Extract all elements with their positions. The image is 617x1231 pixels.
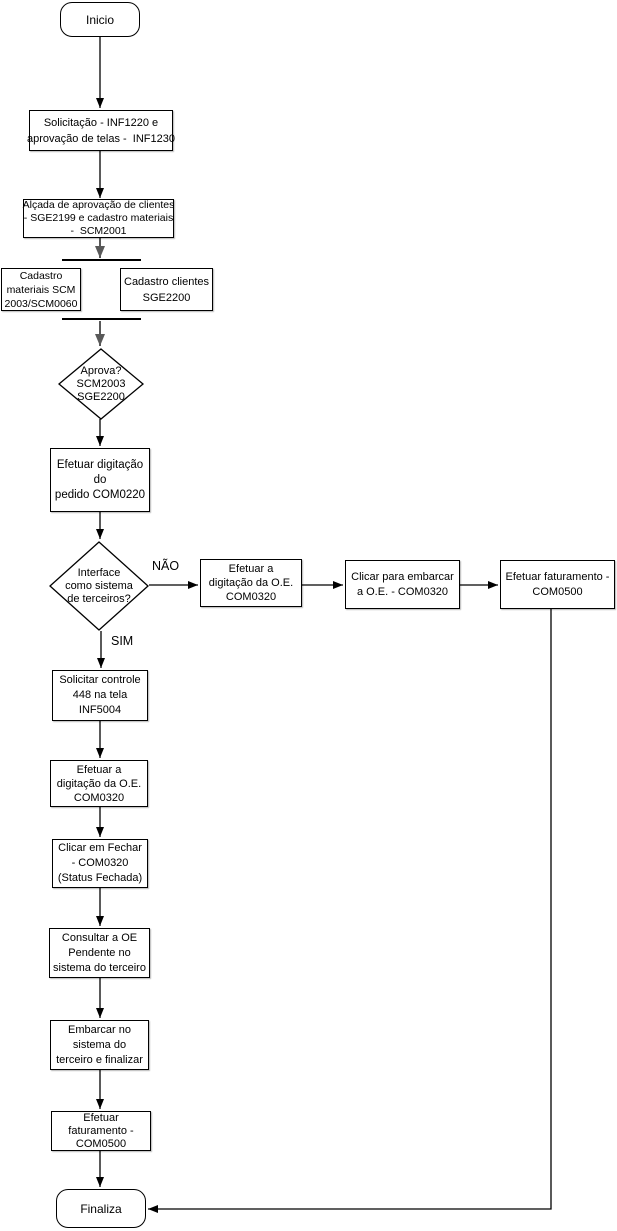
decision-aprova-line3: SGE2200 <box>77 390 125 403</box>
decision-interface-line1: Interface <box>77 566 121 579</box>
decision-aprova-line1: Aprova? <box>80 364 122 377</box>
process-cadastro-clientes[interactable]: Cadastro clientes SGE2200 <box>120 268 213 311</box>
edge-label-nao: NÃO <box>151 559 181 573</box>
process-clicar-fechar-line2: - COM0320 <box>71 857 129 869</box>
process-efetuar-pedido[interactable]: Efetuar digitação do pedido COM0220 <box>50 448 150 512</box>
decision-aprova-line2: SCM2003 <box>76 377 126 390</box>
process-solicitacao-line1: Solicitação - INF1220 e <box>43 116 159 129</box>
process-efetuar-oe-sim-line1: Efetuar a <box>76 763 122 776</box>
process-efetuar-faturamento-dir[interactable]: Efetuar faturamento - COM0500 <box>500 560 615 609</box>
process-efetuar-oe-nao-line3: COM0320 <box>225 591 277 603</box>
decision-aprova-shape <box>57 348 145 420</box>
process-solicitar-controle-line2: 448 na tela <box>72 689 128 701</box>
decision-interface-shape <box>49 541 149 631</box>
process-alcada-line2: - SGE2199 e cadastro materiais <box>23 212 174 224</box>
process-efetuar-pedido-line1: Efetuar digitação <box>56 458 144 471</box>
process-clicar-embarcar-line2: a O.E. - COM0320 <box>356 585 449 598</box>
process-embarcar-line2: sistema do <box>72 1038 127 1051</box>
process-cadastro-materiais[interactable]: Cadastro materiais SCM 2003/SCM0060 <box>1 268 81 311</box>
terminator-finaliza[interactable]: Finaliza <box>56 1189 146 1228</box>
terminator-finaliza-label: Finaliza <box>80 1201 122 1216</box>
process-consultar-oe-line3: sistema do terceiro <box>53 961 146 974</box>
process-efetuar-oe-sim-line2: digitação da O.E. <box>56 777 142 790</box>
terminator-inicio[interactable]: Inicio <box>60 2 140 37</box>
process-solicitacao-line2: aprovação de telas - INF1230 <box>27 132 175 145</box>
process-alcada-line3: - SCM2001 <box>70 225 127 237</box>
process-solicitar-controle-line1: Solicitar controle <box>59 674 141 686</box>
process-efetuar-faturamento-esq-line3: COM0500 <box>75 1137 127 1150</box>
process-solicitar-controle[interactable]: Solicitar controle 448 na tela INF5004 <box>52 670 148 721</box>
process-embarcar-line3: terceiro e finalizar <box>56 1053 143 1066</box>
process-efetuar-oe-nao-line2: digitação da O.E. <box>208 577 294 589</box>
process-efetuar-oe-nao-line1: Efetuar a <box>228 563 274 575</box>
process-solicitar-controle-line3: INF5004 <box>78 704 122 716</box>
process-clicar-embarcar-line1: Clicar para embarcar <box>351 570 454 583</box>
process-consultar-oe-line2: Pendente no <box>68 946 131 959</box>
process-solicitacao[interactable]: Solicitação - INF1220 e aprovação de tel… <box>27 110 175 151</box>
process-consultar-oe[interactable]: Consultar a OE Pendente no sistema do te… <box>49 928 150 978</box>
process-cadastro-clientes-line2: SGE2200 <box>142 291 191 304</box>
decision-interface[interactable]: Interface como sistema de terceiros? <box>49 541 149 631</box>
decision-interface-line3: de terceiros? <box>67 592 131 605</box>
process-efetuar-faturamento-dir-line2: COM0500 <box>532 585 583 598</box>
process-efetuar-oe-sim-line3: COM0320 <box>73 791 125 804</box>
process-efetuar-pedido-line2: do <box>93 473 107 486</box>
process-efetuar-faturamento-esq-line1: Efetuar <box>83 1111 119 1124</box>
process-cadastro-materiais-line2: materiais SCM <box>6 283 76 296</box>
edge-faturamentodir-finaliza <box>148 609 552 1213</box>
process-clicar-fechar-line1: Clicar em Fechar <box>58 842 142 854</box>
edge-label-sim: SIM <box>110 634 135 648</box>
terminator-inicio-label: Inicio <box>85 12 114 27</box>
process-efetuar-faturamento-dir-line1: Efetuar faturamento - <box>505 570 610 583</box>
process-clicar-fechar-line3: (Status Fechada) <box>57 872 143 884</box>
process-cadastro-materiais-line1: Cadastro <box>19 269 63 282</box>
process-embarcar-line1: Embarcar no <box>68 1023 131 1036</box>
process-efetuar-oe-nao[interactable]: Efetuar a digitação da O.E. COM0320 <box>200 559 302 607</box>
process-efetuar-pedido-line3: pedido COM0220 <box>54 488 146 501</box>
process-clicar-fechar[interactable]: Clicar em Fechar - COM0320 (Status Fecha… <box>52 839 148 888</box>
process-embarcar[interactable]: Embarcar no sistema do terceiro e finali… <box>50 1020 149 1070</box>
process-efetuar-oe-sim[interactable]: Efetuar a digitação da O.E. COM0320 <box>50 760 148 807</box>
process-clicar-embarcar[interactable]: Clicar para embarcar a O.E. - COM0320 <box>345 560 460 609</box>
process-efetuar-faturamento-esq-line2: faturamento - <box>68 1124 134 1137</box>
decision-aprova[interactable]: Aprova? SCM2003 SGE2200 <box>57 348 145 420</box>
process-consultar-oe-line1: Consultar a OE <box>61 931 138 944</box>
process-efetuar-faturamento-esq[interactable]: Efetuar faturamento - COM0500 <box>51 1111 151 1151</box>
process-cadastro-clientes-line1: Cadastro clientes <box>124 275 209 288</box>
decision-interface-line2: como sistema <box>65 579 133 592</box>
process-cadastro-materiais-line3: 2003/SCM0060 <box>4 297 78 310</box>
process-alcada-line1: Alçada de aprovação de clientes <box>22 199 175 211</box>
process-alcada[interactable]: Alçada de aprovação de clientes - SGE219… <box>23 199 174 238</box>
